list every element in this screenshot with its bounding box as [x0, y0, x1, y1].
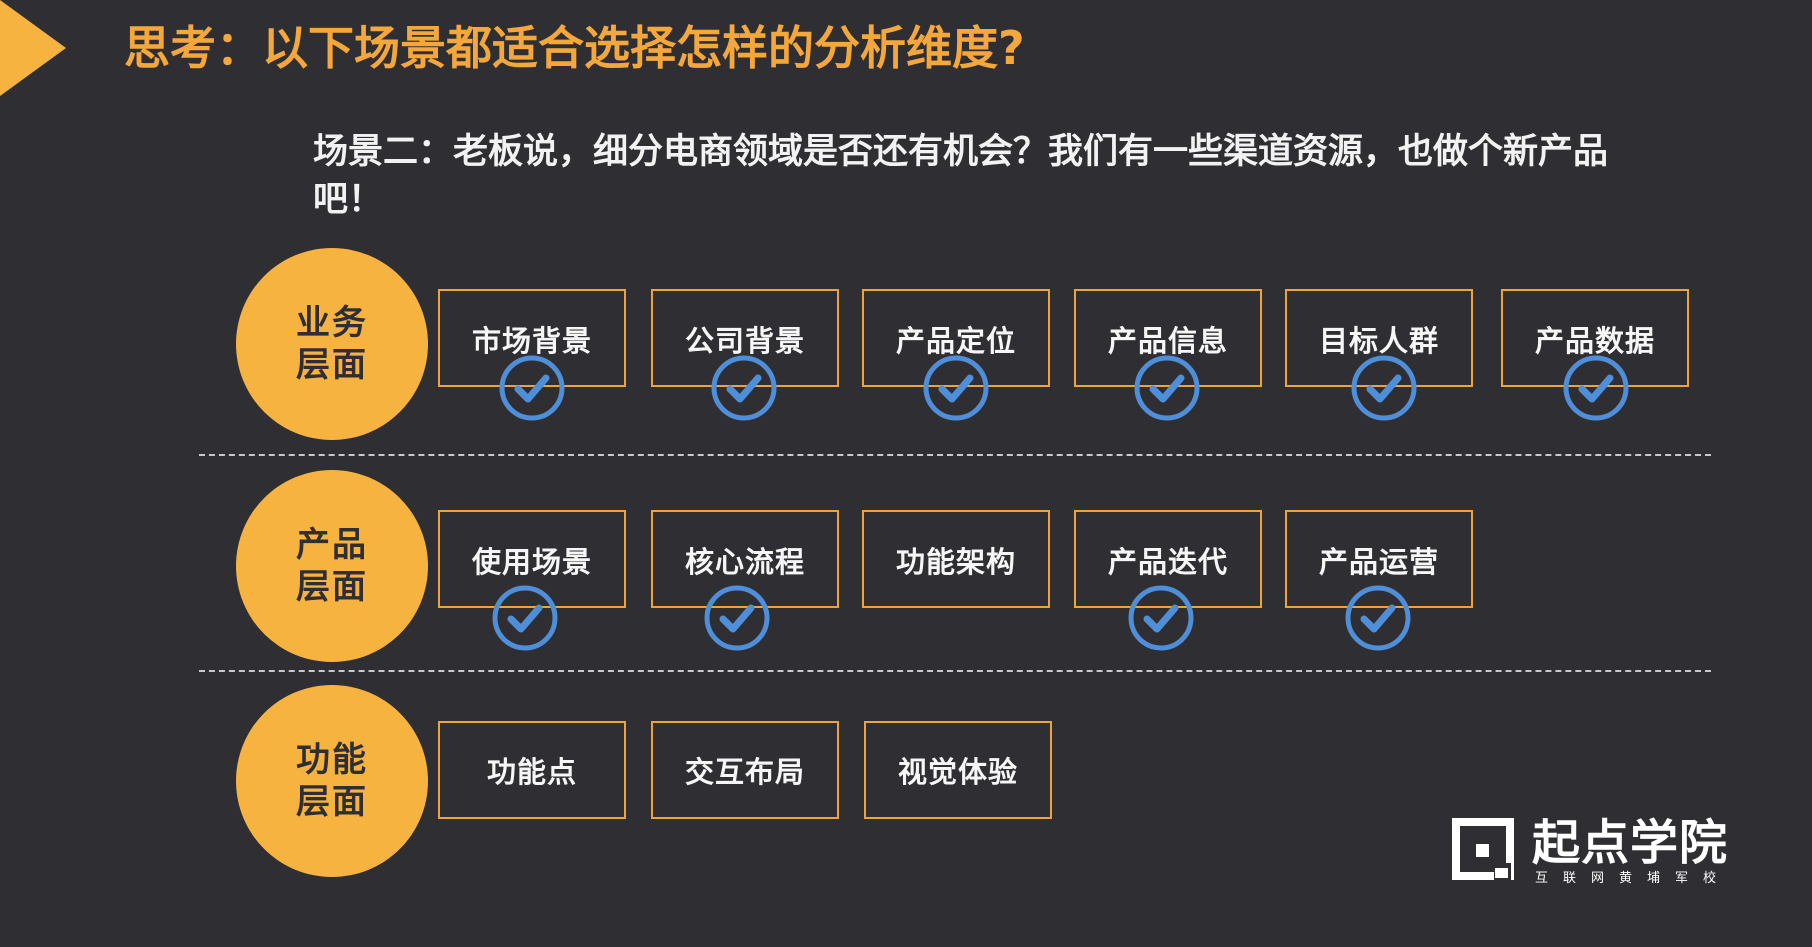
card-target-audience: 目标人群 — [1285, 289, 1473, 387]
level-business-label: 业务层面 — [296, 303, 368, 385]
card-label: 公司背景 — [684, 324, 805, 358]
card-label: 产品定位 — [895, 324, 1016, 358]
card-feature-points: 功能点 — [438, 721, 626, 819]
check-circle-icon — [704, 585, 770, 651]
brand-logo-tagline: 互联网黄埔军校 — [1535, 871, 1732, 886]
card-label: 产品迭代 — [1107, 545, 1228, 579]
card-label: 视觉体验 — [897, 755, 1018, 789]
brand-logo-icon — [1452, 818, 1514, 880]
card-core-process: 核心流程 — [651, 510, 839, 608]
check-circle-icon — [1128, 585, 1194, 651]
check-circle-icon — [1345, 585, 1411, 651]
scenario-text: 场景二：老板说，细分电商领域是否还有机会？我们有一些渠道资源，也做个新产品吧！ — [313, 132, 1609, 220]
section-divider — [199, 454, 1711, 456]
card-usage-scenarios: 使用场景 — [438, 510, 626, 608]
check-circle-icon — [711, 355, 777, 421]
card-label: 产品数据 — [1534, 324, 1655, 358]
card-feature-architecture: 功能架构 — [862, 510, 1050, 608]
level-product-circle: 产品层面 — [236, 470, 428, 662]
card-product-iteration: 产品迭代 — [1074, 510, 1262, 608]
card-product-data: 产品数据 — [1501, 289, 1689, 387]
card-label: 目标人群 — [1318, 324, 1439, 358]
section-divider — [199, 670, 1711, 672]
card-interaction-layout: 交互布局 — [651, 721, 839, 819]
brand-logo-name: 起点学院 — [1532, 815, 1729, 871]
card-label: 功能架构 — [895, 545, 1016, 579]
card-product-positioning: 产品定位 — [862, 289, 1050, 387]
level-business-circle: 业务层面 — [236, 248, 428, 440]
brand-logo: 起点学院 互联网黄埔军校 — [1452, 815, 1757, 890]
card-product-operations: 产品运营 — [1285, 510, 1473, 608]
check-circle-icon — [499, 355, 565, 421]
card-label: 市场背景 — [471, 324, 592, 358]
level-product-label: 产品层面 — [296, 525, 368, 607]
check-circle-icon — [1351, 355, 1417, 421]
slide-title: 思考：以下场景都适合选择怎样的分析维度? — [124, 21, 1025, 75]
card-visual-experience: 视觉体验 — [864, 721, 1052, 819]
level-function-label: 功能层面 — [296, 740, 368, 822]
card-label: 产品信息 — [1107, 324, 1228, 358]
card-label: 产品运营 — [1318, 545, 1439, 579]
card-label: 使用场景 — [471, 545, 592, 579]
title-arrow-icon — [0, 0, 66, 96]
card-product-info: 产品信息 — [1074, 289, 1262, 387]
card-label: 功能点 — [486, 755, 577, 789]
level-function-circle: 功能层面 — [236, 685, 428, 877]
check-circle-icon — [1134, 355, 1200, 421]
check-circle-icon — [923, 355, 989, 421]
check-circle-icon — [492, 585, 558, 651]
card-company-background: 公司背景 — [651, 289, 839, 387]
card-market-background: 市场背景 — [438, 289, 626, 387]
card-label: 核心流程 — [684, 545, 805, 579]
card-label: 交互布局 — [684, 755, 805, 789]
check-circle-icon — [1563, 355, 1629, 421]
